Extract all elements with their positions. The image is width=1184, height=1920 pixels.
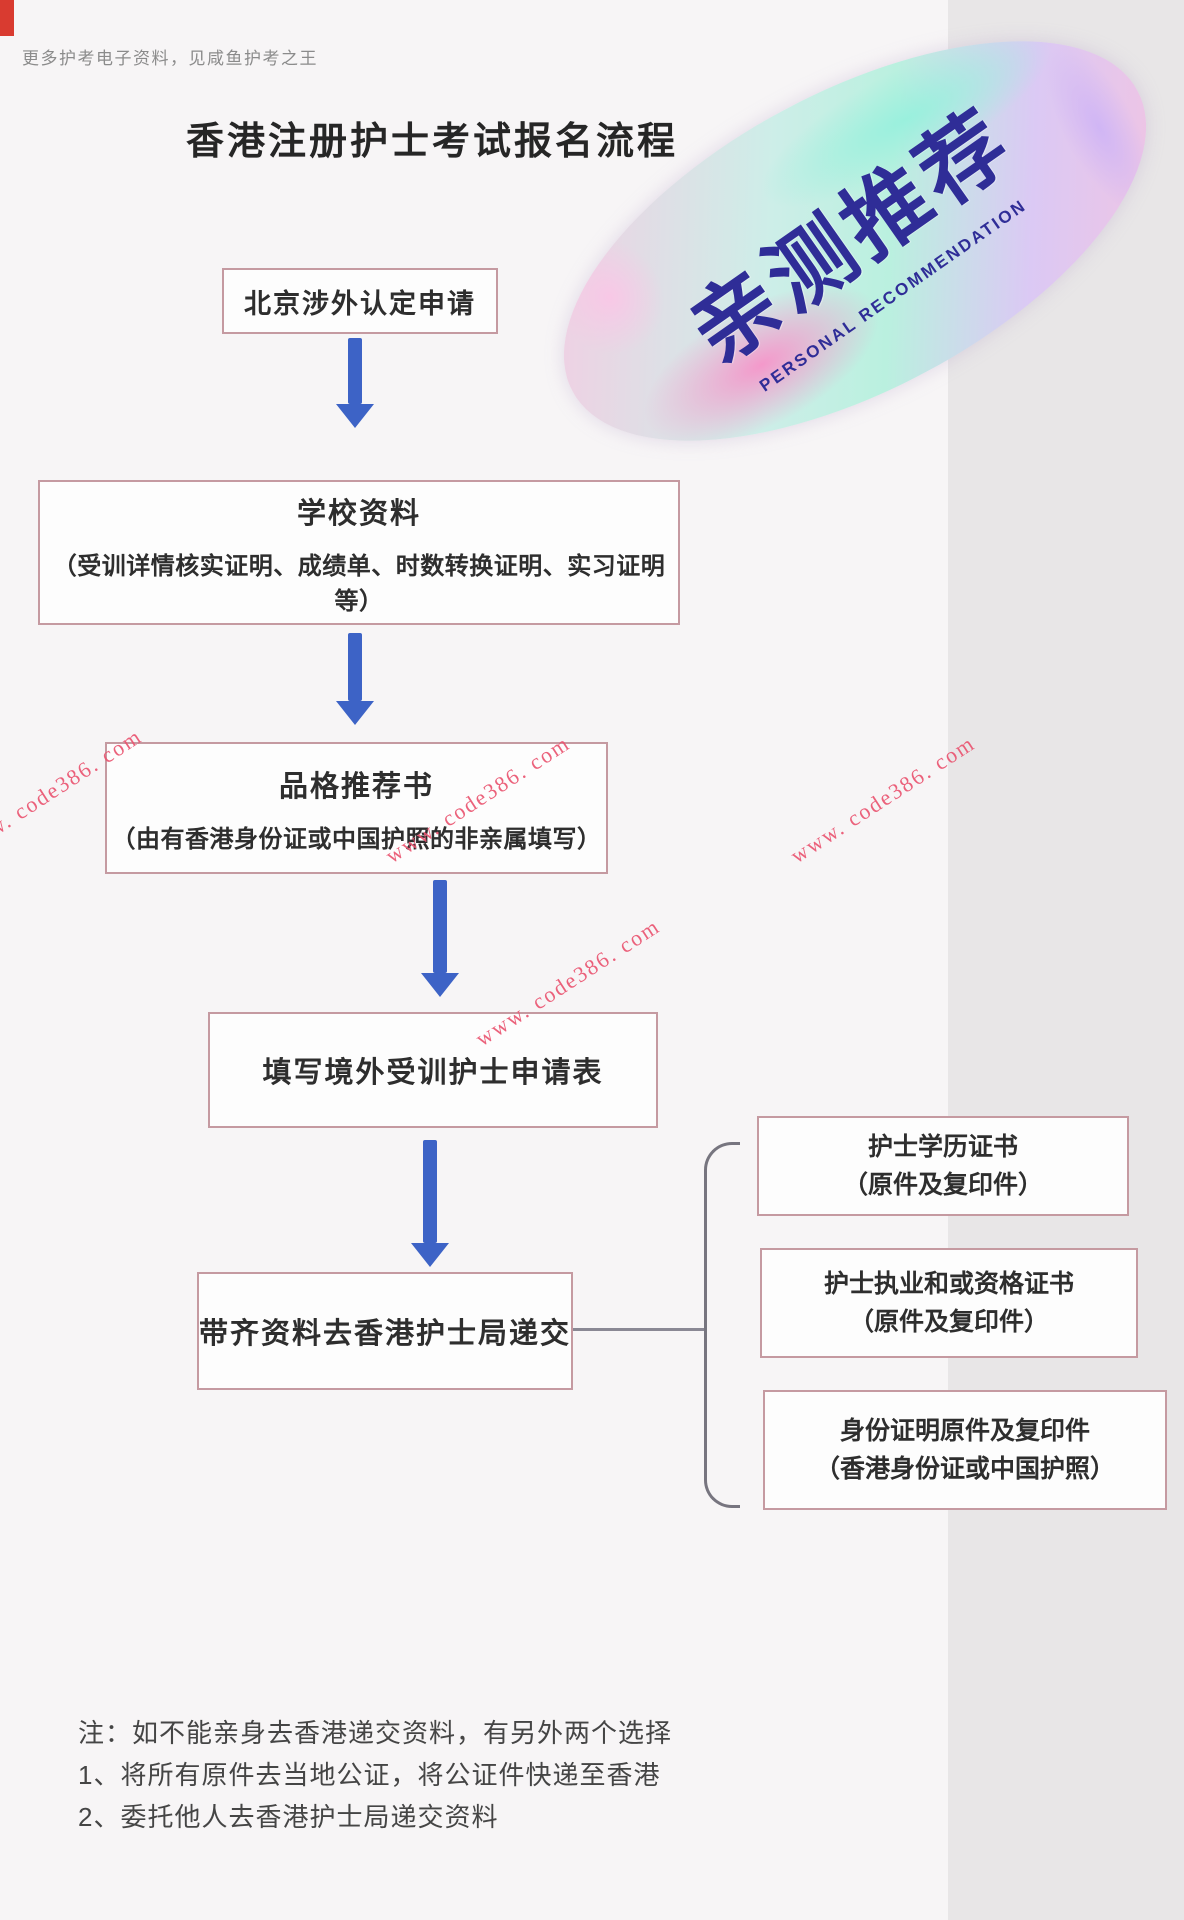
flow-step-application-form: 填写境外受训护士申请表 (208, 1012, 658, 1128)
corner-mark (0, 0, 14, 36)
page-title: 香港注册护士考试报名流程 (185, 121, 678, 163)
connector-line (573, 1328, 704, 1331)
arrow-shaft (433, 880, 447, 973)
footer-notes: 注：如不能亲身去香港递交资料，有另外两个选择 1、将所有原件去当地公证，将公证件… (78, 1712, 672, 1838)
flow-step-title: 北京涉外认定申请 (244, 288, 476, 319)
flow-step-title: 品格推荐书 (278, 770, 434, 803)
document-line: 护士执业和或资格证书 (823, 1270, 1074, 1298)
flow-step-title: 带齐资料去香港护士局递交 (199, 1318, 572, 1350)
arrow-head (336, 701, 374, 725)
arrow-head (336, 404, 374, 428)
document-line: （香港身份证或中国护照） (814, 1455, 1115, 1483)
header-note: 更多护考电子资料，见咸鱼护考之王 (22, 49, 318, 68)
flow-step-subtitle: （由有香港身份证或中国护照的非亲属填写） (111, 825, 602, 853)
note-line: 2、委托他人去香港护士局递交资料 (78, 1802, 499, 1832)
arrow-shaft (348, 338, 362, 404)
flow-step-title: 学校资料 (296, 497, 421, 530)
document-item-diploma: 护士学历证书 （原件及复印件） (757, 1116, 1129, 1216)
flow-step-subtitle: （受训详情核实证明、成绩单、时数转换证明、实习证明等） (52, 552, 666, 615)
document-line: 身份证明原件及复印件 (839, 1417, 1090, 1445)
flow-step-title: 填写境外受训护士申请表 (262, 1057, 604, 1089)
flow-step-character-reference: 品格推荐书 （由有香港身份证或中国护照的非亲属填写） (105, 742, 608, 874)
arrow-shaft (348, 633, 362, 701)
document-line: （原件及复印件） (848, 1308, 1049, 1336)
document-line: （原件及复印件） (842, 1171, 1043, 1199)
document-line: 护士学历证书 (867, 1133, 1018, 1161)
flow-step-school-materials: 学校资料 （受训详情核实证明、成绩单、时数转换证明、实习证明等） (38, 480, 680, 625)
down-arrow-icon (336, 633, 374, 725)
down-arrow-icon (336, 338, 374, 428)
arrow-shaft (423, 1140, 437, 1243)
bracket-connector (704, 1142, 740, 1508)
arrow-head (411, 1243, 449, 1267)
flow-step-beijing-application: 北京涉外认定申请 (222, 268, 498, 334)
note-line: 注：如不能亲身去香港递交资料，有另外两个选择 (78, 1718, 673, 1748)
arrow-head (421, 973, 459, 997)
flow-step-submit-to-nursing-council: 带齐资料去香港护士局递交 (197, 1272, 573, 1390)
document-item-identity: 身份证明原件及复印件 （香港身份证或中国护照） (763, 1390, 1167, 1510)
document-item-license: 护士执业和或资格证书 （原件及复印件） (760, 1248, 1138, 1358)
note-line: 1、将所有原件去当地公证，将公证件快递至香港 (78, 1760, 661, 1790)
down-arrow-icon (421, 880, 459, 997)
down-arrow-icon (411, 1140, 449, 1267)
